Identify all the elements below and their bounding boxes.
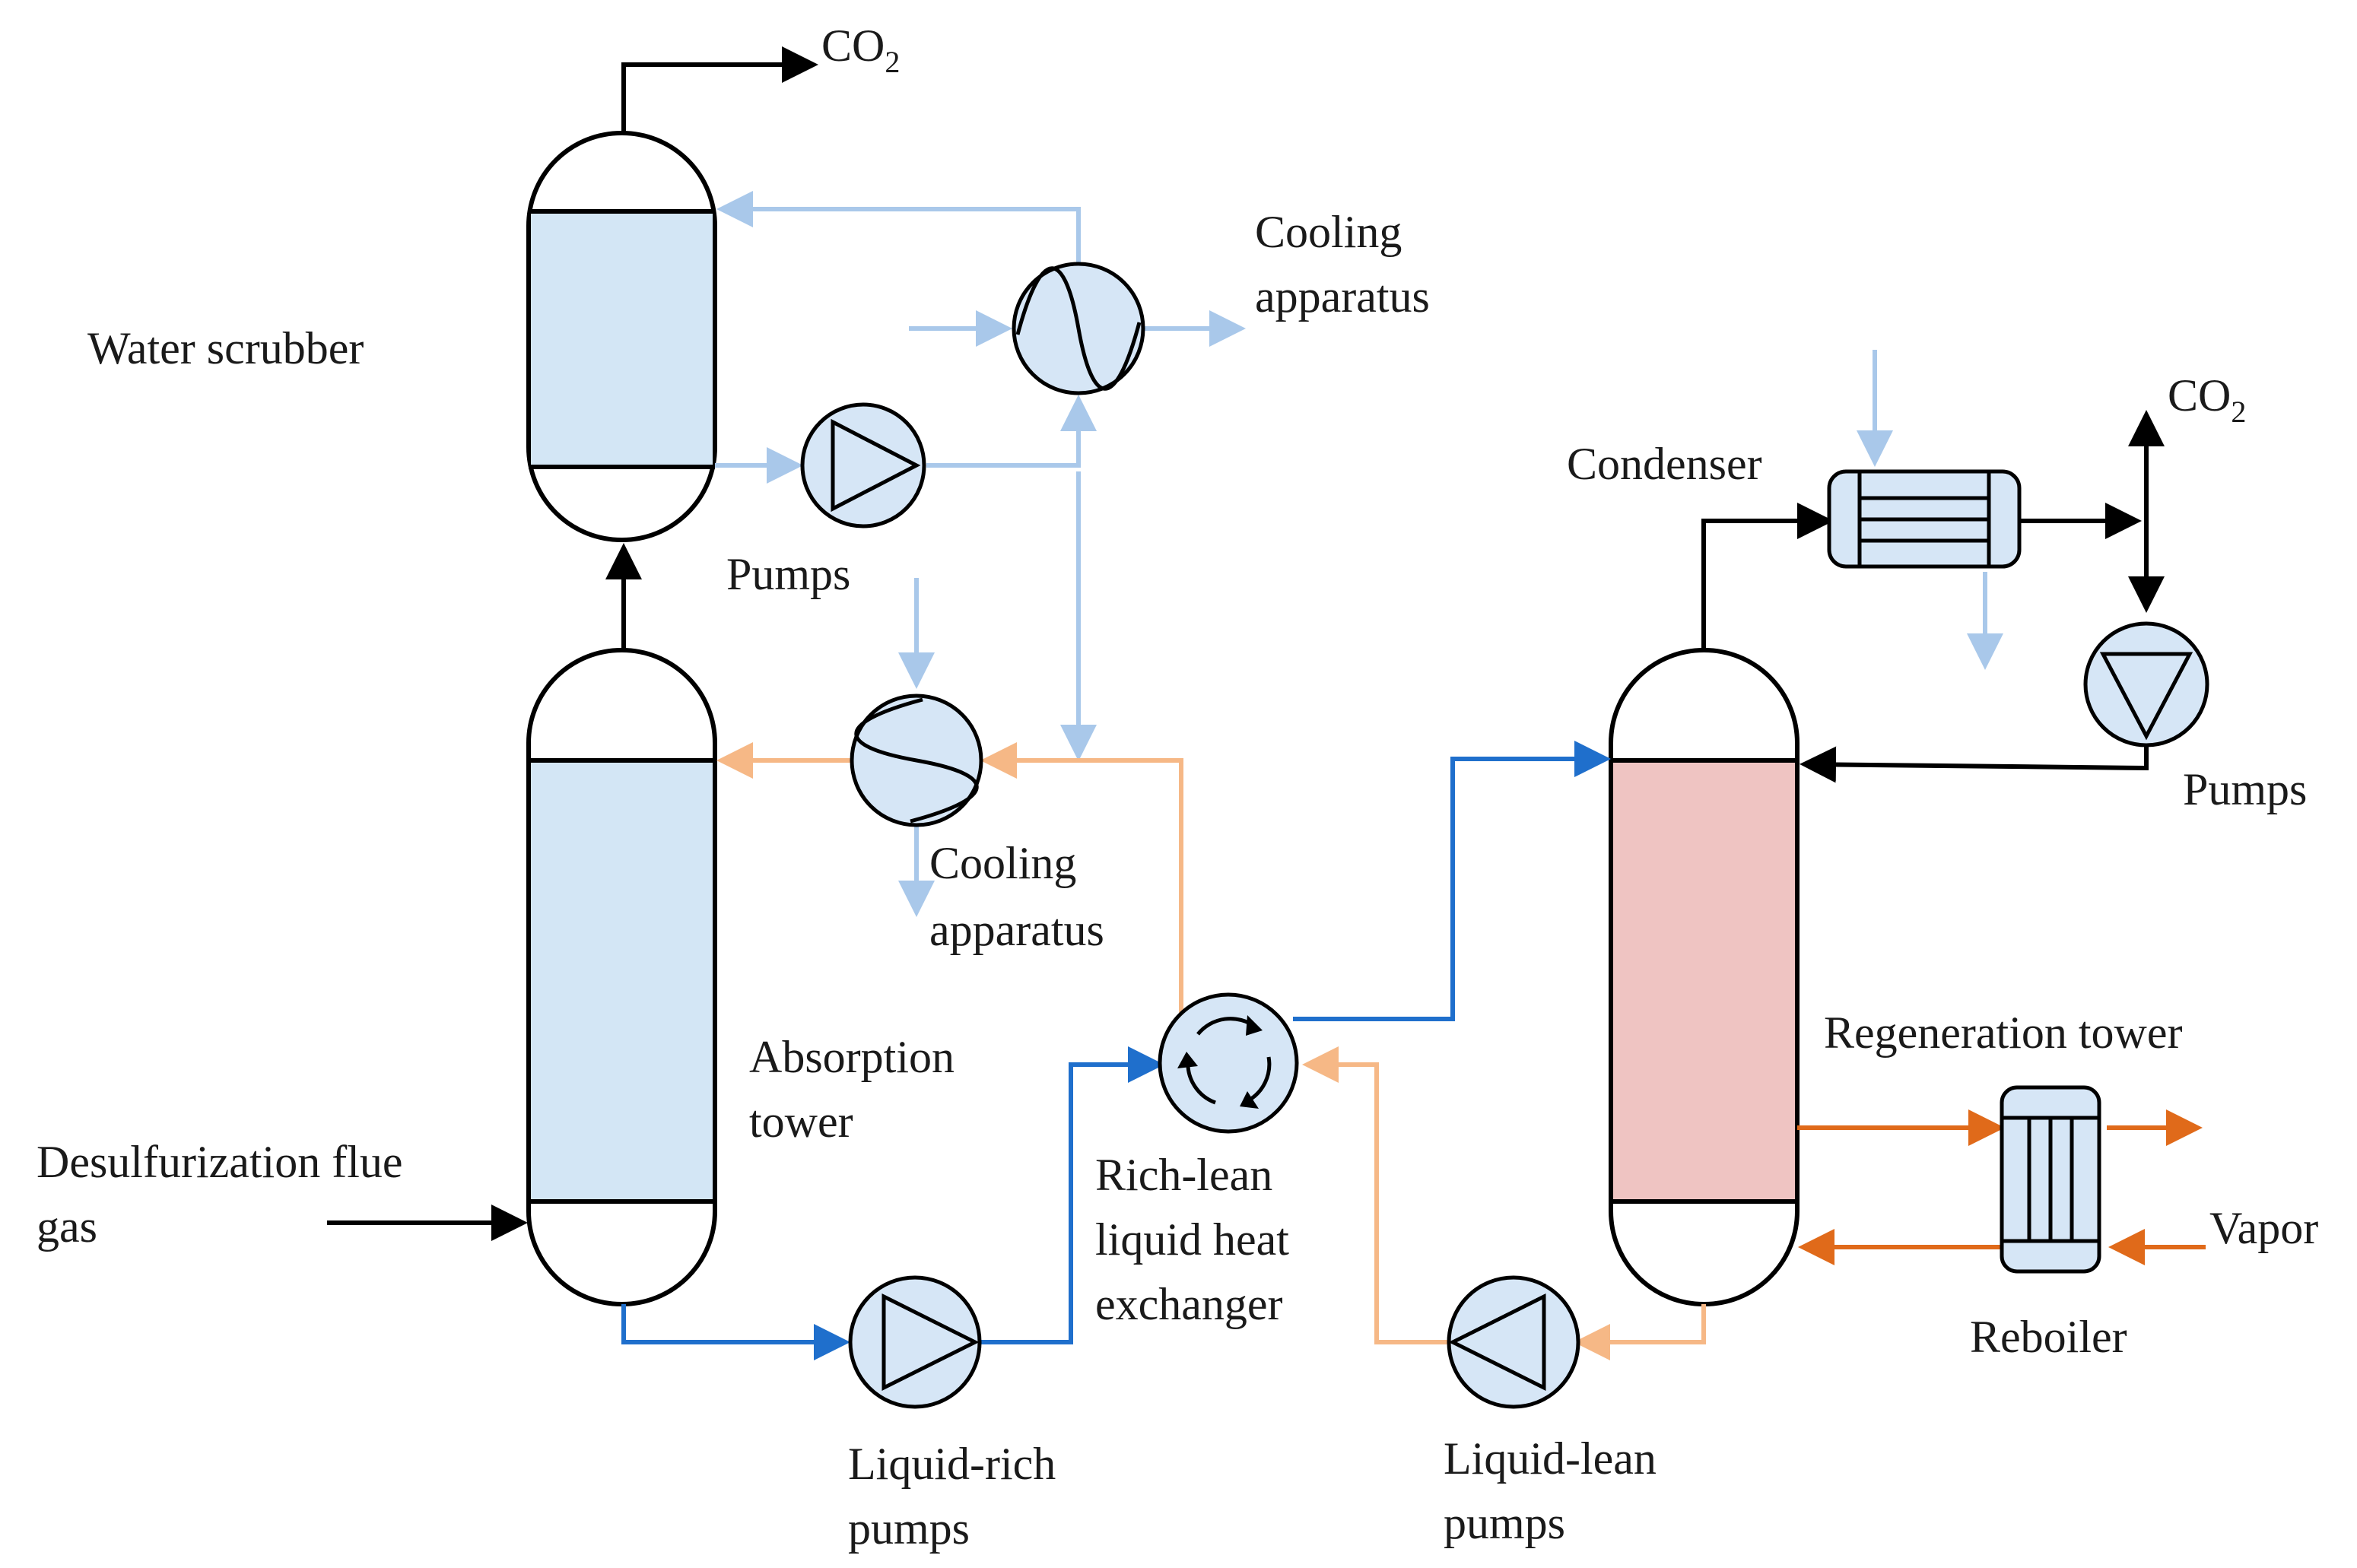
gas-lines [327, 46, 2165, 1241]
liquid-rich-pumps-label: Liquid-rich pumps [848, 1439, 1067, 1554]
rich-pump-to-exchanger [981, 1046, 1164, 1344]
absorption-tower-vessel [526, 648, 717, 1306]
cooler-top-wave-icon [1012, 262, 1145, 395]
liquid-lean-pump-icon [1447, 1275, 1580, 1409]
pumps-top-label: Pumps [726, 549, 850, 599]
lean-liquid-lines [716, 742, 1706, 1360]
regeneration-tower-label: Regeneration tower [1824, 1008, 2182, 1058]
vapor-label: Vapor [2209, 1203, 2318, 1253]
cooling-apparatus-mid-label: Cooling apparatus [929, 838, 1104, 955]
water-scrubber-vessel [526, 131, 717, 542]
pump-to-cooler-top [926, 395, 1097, 468]
cooler-top-to-scrubber [716, 191, 1081, 266]
heat-exchanger-circular-arrows-icon [1158, 992, 1299, 1134]
lean-pump-to-exchanger [1302, 1046, 1449, 1344]
desulfurization-flue-gas-label: Desulfurization flue gas [37, 1137, 415, 1252]
cooler-mid-wave-icon [850, 694, 983, 827]
reboiler-label: Reboiler [1970, 1312, 2127, 1362]
regen-to-condenser-line [1701, 503, 1834, 650]
pumps-right-label: Pumps [2183, 764, 2307, 814]
co2-top-label: CO2 [821, 21, 900, 79]
pump-right-icon [2083, 621, 2209, 747]
liquid-rich-pump-icon [848, 1275, 982, 1409]
regeneration-tower-vessel [1609, 648, 1800, 1306]
reflux-return-line [1800, 745, 2149, 783]
cooling-apparatus-top-label: Cooling apparatus [1255, 207, 1430, 322]
condenser-shell-tube-icon [1827, 469, 2022, 569]
co2-right-label: CO2 [2168, 370, 2246, 429]
steam-lines [1797, 1109, 2206, 1265]
exchanger-to-cooler-mid [980, 742, 1183, 1015]
liquid-lean-pumps-label: Liquid-lean pumps [1444, 1433, 1668, 1548]
water-scrubber-label: Water scrubber [87, 323, 364, 373]
absorption-tower-label: Absorption tower [749, 1032, 966, 1147]
co2-outlet-top-line [621, 46, 818, 133]
rich-lean-heat-exchanger-label: Rich-lean liquid heat exchanger [1095, 1150, 1301, 1329]
condenser-label: Condenser [1567, 439, 1762, 489]
regen-bottom-to-lean-pump [1574, 1304, 1706, 1360]
reboiler-shell-tube-icon [2000, 1085, 2101, 1274]
absorber-bottom-to-rich-pump [621, 1304, 850, 1360]
pump-top-icon [800, 402, 926, 528]
rich-liquid-lines [621, 741, 1611, 1360]
cooling-water-lines [715, 191, 2003, 917]
exchanger-to-regen [1293, 741, 1611, 1021]
